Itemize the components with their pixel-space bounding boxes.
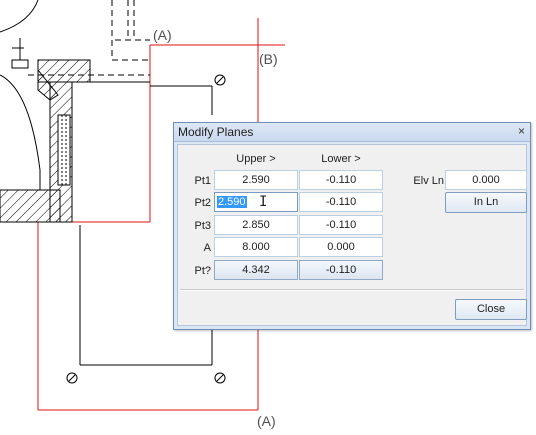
bolt-marker xyxy=(66,372,78,384)
grid-label-b: (B) xyxy=(259,51,278,67)
row-label-pt-unknown: Pt? xyxy=(194,265,211,277)
row-label-pt3: Pt3 xyxy=(194,220,211,232)
row-label-pt1: Pt1 xyxy=(194,175,211,187)
grid-label-a-bottom: (A) xyxy=(257,413,276,429)
pt2-upper-selected-text: 2.590 xyxy=(217,196,247,208)
dialog-body: Upper > Lower > Pt1 Pt2 Pt3 A Pt? 2.590 … xyxy=(177,144,527,326)
bolt-marker xyxy=(214,372,226,384)
dialog-title: Modify Planes xyxy=(178,125,254,139)
modify-planes-dialog: Modify Planes × Upper > Lower > Pt1 Pt2 … xyxy=(173,122,531,330)
pt-unknown-upper-button[interactable]: 4.342 xyxy=(214,260,298,280)
row-label-pt2: Pt2 xyxy=(194,197,211,209)
bolt-marker xyxy=(214,74,226,86)
elv-ln-field[interactable]: 0.000 xyxy=(445,170,527,190)
dialog-separator xyxy=(180,289,524,291)
pt3-lower-field[interactable]: -0.110 xyxy=(299,215,383,235)
row-label-a: A xyxy=(203,242,211,254)
a-upper-field[interactable]: 8.000 xyxy=(214,237,298,257)
pt1-upper-field[interactable]: 2.590 xyxy=(214,170,298,190)
a-lower-field[interactable]: 0.000 xyxy=(299,237,383,257)
upper-header[interactable]: Upper > xyxy=(236,153,276,165)
pt2-lower-field[interactable]: -0.110 xyxy=(299,192,383,212)
lower-header[interactable]: Lower > xyxy=(321,153,361,165)
close-icon[interactable]: × xyxy=(517,124,525,138)
close-button[interactable]: Close xyxy=(455,299,527,320)
pt2-upper-field[interactable]: 2.590 I xyxy=(214,192,298,212)
elv-ln-label: Elv Ln xyxy=(413,175,444,187)
in-ln-button[interactable]: In Ln xyxy=(445,192,527,213)
dialog-titlebar[interactable]: Modify Planes × xyxy=(174,123,530,142)
building-drawing xyxy=(0,0,226,384)
grid-label-a-top: (A) xyxy=(153,27,172,43)
text-cursor-icon: I xyxy=(259,194,268,210)
pt1-lower-field[interactable]: -0.110 xyxy=(299,170,383,190)
pt3-upper-field[interactable]: 2.850 xyxy=(214,215,298,235)
pt-unknown-lower-button[interactable]: -0.110 xyxy=(299,260,383,280)
